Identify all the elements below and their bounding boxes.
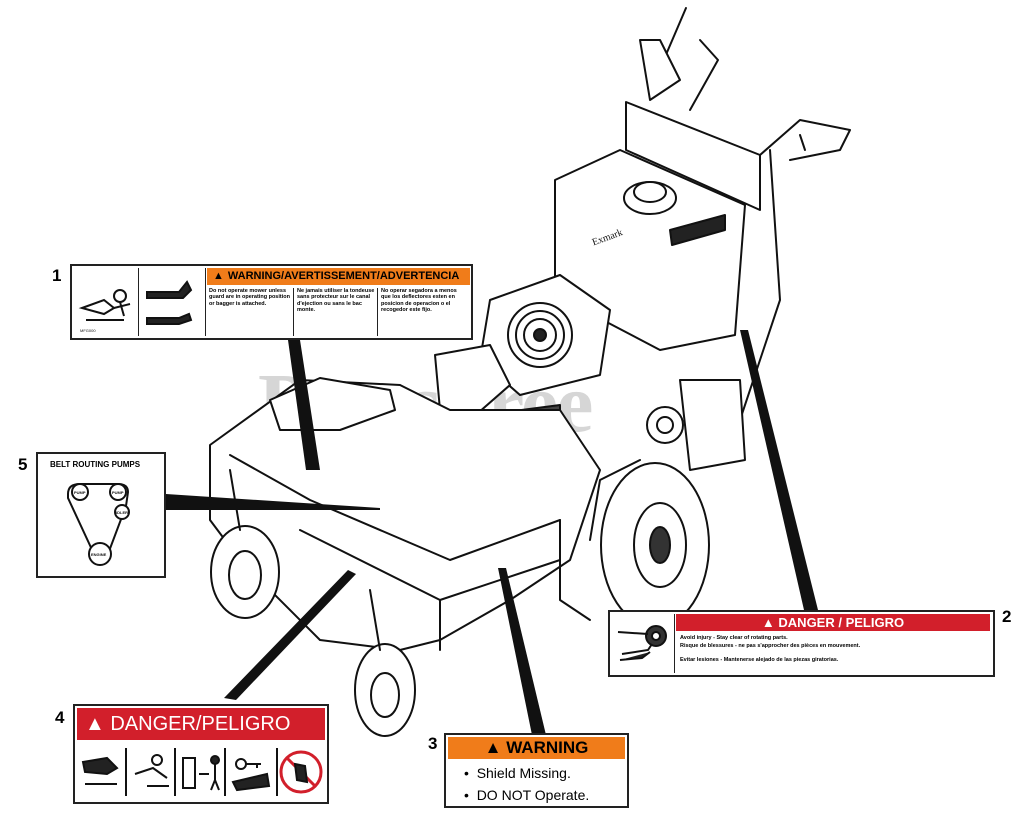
pulley-label: ENGINE [91,552,107,557]
warning-triangle-icon: ▲ [213,270,224,282]
decal-1-text-fr: Ne jamais utiliser la tondeuse sans prot… [297,288,378,336]
guard-icon [139,268,206,336]
callout-number: 1 [52,266,62,285]
belt-diagram-icon: PUMP PUMP IDLER ENGINE [67,483,130,566]
decal-2-line: Avoid injury - Stay clear of rotating pa… [680,635,788,641]
callout-number: 2 [1002,607,1012,626]
decal-2-danger: ▲ DANGER / PELIGRO Avoid injury - Stay c… [608,610,995,677]
callout-number: 3 [428,734,438,753]
decal-2-line: Risque de blessures - ne pas s'approcher… [680,643,861,649]
decal-3-header: ▲ WARNING [448,737,625,759]
callout-number: 4 [55,708,65,727]
decal-4-danger: ▲ DANGER/PELIGRO [73,704,329,804]
decal-3-line: • Shield Missing. [464,765,571,781]
decal-2-header: ▲ DANGER / PELIGRO [676,614,990,631]
warning-triangle-icon: ▲ [761,615,775,630]
decal-5-belt-routing: BELT ROUTING PUMPS PUMP PUMP IDLER ENGIN… [36,452,166,578]
hand-blade-icon [134,754,169,787]
svg-text:MFG000: MFG000 [80,328,96,333]
decal-1-warning: MFG000 ▲WARNING/AVERTISSEMENT/ADVERTENCI… [70,264,473,340]
pulley-label: PUMP [112,490,124,495]
no-step-icon [279,750,323,794]
pulley-label: IDLER [116,510,128,515]
key-removal-icon [231,758,271,792]
callout-number: 5 [18,455,28,474]
pictogram-row [77,744,325,800]
decal-4-header: ▲ DANGER/PELIGRO [77,708,325,740]
warning-triangle-icon: ▲ [484,738,502,757]
decal-1-header: ▲WARNING/AVERTISSEMENT/ADVERTENCIA [207,268,470,285]
decal-3-line: • DO NOT Operate. [464,787,590,803]
decal-3-warning: ▲ WARNING • Shield Missing. • DO NOT Ope… [444,733,629,808]
pulley-label: PUMP [74,490,86,495]
warning-triangle-icon: ▲ [85,713,105,735]
decal-1-text-es: No operar segadora a menos que los defle… [381,288,457,314]
decal-5-title: BELT ROUTING PUMPS [50,460,141,469]
blade-foot-icon [81,756,119,785]
distance-icon [182,755,220,791]
rotating-parts-hand-icon [612,614,675,673]
thrown-object-icon: MFG000 [74,268,139,336]
decal-2-line: Evitar lesiones - Mantenerse alejado de … [680,657,839,663]
decal-1-text-en: Do not operate mower unless guard are in… [209,288,294,336]
